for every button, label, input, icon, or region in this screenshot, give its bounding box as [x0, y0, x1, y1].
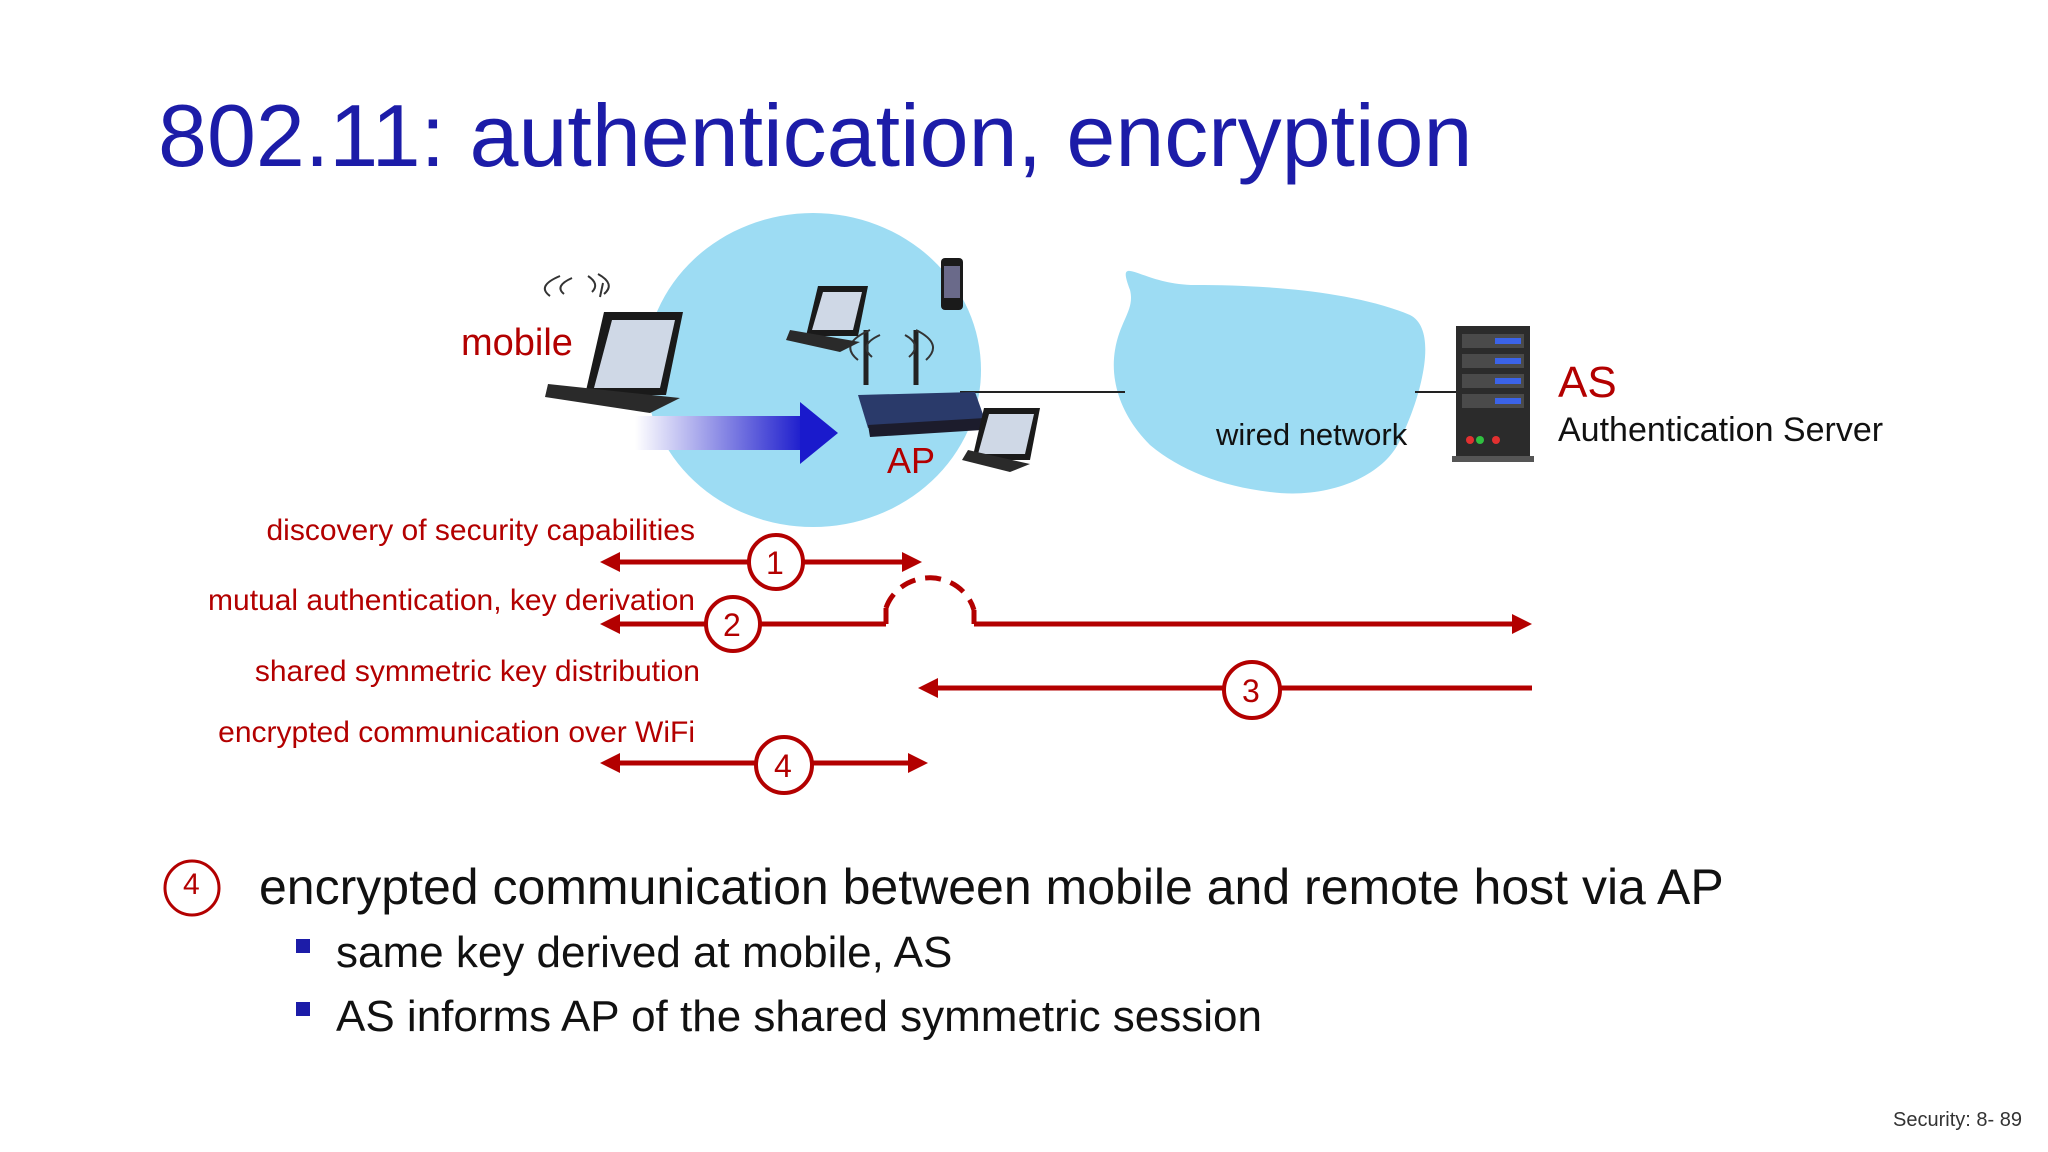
step-3-label: shared symmetric key distribution: [254, 655, 700, 688]
step-2-number: 2: [723, 607, 741, 643]
body-step-badge-circle: [163, 859, 221, 917]
step-4-arrow: [600, 735, 928, 795]
step-4-label: encrypted communication over WiFi: [218, 716, 695, 749]
laptop-icon-bottom: [962, 408, 1040, 472]
slide-footer: Security: 8- 89: [1893, 1109, 2022, 1131]
bullet-square-icon: [296, 939, 310, 953]
step-3-arrow: [918, 660, 1532, 720]
step-4-number: 4: [774, 748, 792, 784]
mobile-label: mobile: [461, 322, 573, 364]
step-2-arrow: [600, 575, 1532, 653]
association-arrow: [635, 402, 838, 464]
slide-title: 802.11: authentication, encryption: [158, 86, 1473, 185]
body-step-badge: 4: [183, 868, 200, 901]
main-point: encrypted communication between mobile a…: [259, 859, 1724, 915]
sub-point-2: AS informs AP of the shared symmetric se…: [336, 992, 1262, 1041]
wired-network-label: wired network: [1216, 417, 1408, 452]
mobile-laptop-icon: [543, 273, 683, 413]
as-label: AS: [1558, 358, 1617, 407]
smartphone-icon: [941, 258, 963, 310]
access-point-icon: [849, 329, 985, 437]
wired-network-cloud: [1113, 270, 1426, 494]
authentication-server-icon: [1452, 326, 1534, 462]
bullet-square-icon: [296, 1002, 310, 1016]
step-2-label: mutual authentication, key derivation: [208, 584, 695, 617]
as-full-label: Authentication Server: [1558, 411, 1884, 449]
step-1-number: 1: [766, 545, 784, 581]
step-1-arrow: [600, 533, 922, 591]
step-1-label: discovery of security capabilities: [266, 514, 695, 547]
step-3-number: 3: [1242, 673, 1260, 709]
sub-point-1: same key derived at mobile, AS: [336, 928, 953, 977]
ap-label: AP: [887, 440, 936, 481]
laptop-icon-top: [786, 286, 868, 352]
